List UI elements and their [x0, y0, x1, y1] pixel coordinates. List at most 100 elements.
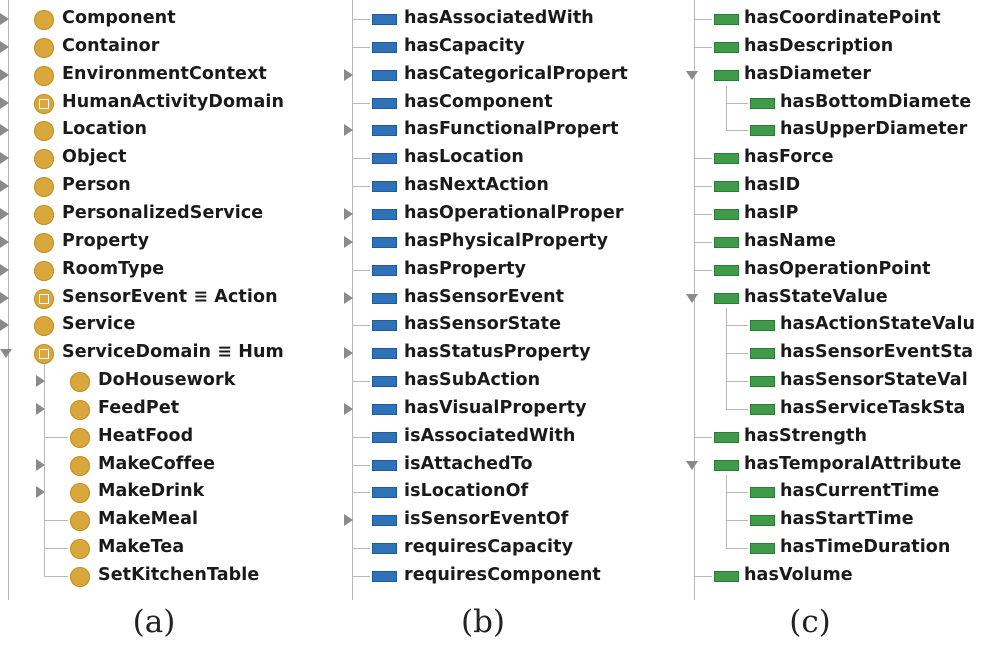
class-icon [34, 260, 54, 281]
collapse-triangle-icon[interactable] [0, 349, 12, 359]
tree-item[interactable]: Containor [0, 33, 322, 61]
expand-triangle-icon[interactable] [0, 96, 9, 109]
tree-item[interactable]: MakeDrink [0, 478, 322, 506]
tree-item[interactable]: hasVolume [680, 562, 1000, 590]
expand-triangle-icon[interactable] [0, 68, 9, 81]
tree-item[interactable]: MakeCoffee [0, 451, 322, 479]
tree-item[interactable]: hasForce [680, 144, 1000, 172]
expand-triangle-icon[interactable] [344, 402, 353, 415]
expand-triangle-icon[interactable] [0, 13, 9, 25]
tree-item[interactable]: hasStateValue [680, 284, 1000, 312]
tree-item[interactable]: requiresComponent [338, 562, 660, 590]
expand-triangle-icon[interactable] [0, 152, 9, 165]
tree-item[interactable]: hasTemporalAttribute [680, 451, 1000, 479]
tree-item[interactable]: Property [0, 228, 322, 256]
tree-item[interactable]: isSensorEventOf [338, 506, 660, 534]
tree-item[interactable]: SensorEvent ≡ Action [0, 284, 322, 312]
tree-item[interactable]: hasComponent [338, 89, 660, 117]
tree-item[interactable]: MakeTea [0, 534, 322, 562]
tree-item-label: Object [62, 147, 127, 168]
tree-item[interactable]: hasName [680, 228, 1000, 256]
tree-item[interactable]: hasStartTime [680, 506, 1000, 534]
expand-triangle-icon[interactable] [0, 40, 9, 53]
tree-item[interactable]: MakeMeal [0, 506, 322, 534]
tree-item[interactable]: hasCurrentTime [680, 478, 1000, 506]
tree-item[interactable]: hasBottomDiamete [680, 89, 1000, 117]
tree-item[interactable]: Location [0, 116, 322, 144]
tree-item[interactable]: isAttachedTo [338, 451, 660, 479]
expand-triangle-icon[interactable] [36, 402, 45, 415]
tree-item[interactable]: hasStatusProperty [338, 339, 660, 367]
expand-triangle-icon[interactable] [0, 180, 9, 193]
expand-triangle-icon[interactable] [0, 235, 9, 248]
expand-triangle-icon[interactable] [0, 124, 9, 137]
expand-triangle-icon[interactable] [344, 291, 353, 304]
tree-connector [352, 548, 370, 550]
tree-item[interactable]: hasProperty [338, 256, 660, 284]
expand-triangle-icon[interactable] [0, 291, 9, 304]
tree-item[interactable]: hasSensorEventSta [680, 339, 1000, 367]
caption-a: (a) [132, 604, 176, 640]
tree-item[interactable]: hasIP [680, 200, 1000, 228]
tree-item[interactable]: SetKitchenTable [0, 562, 322, 590]
tree-item[interactable]: hasActionStateValu [680, 311, 1000, 339]
tree-item[interactable]: EnvironmentContext [0, 61, 322, 89]
tree-connector [44, 520, 68, 522]
expand-triangle-icon[interactable] [344, 514, 353, 527]
tree-item[interactable]: HumanActivityDomain [0, 89, 322, 117]
tree-item[interactable]: hasPhysicalProperty [338, 228, 660, 256]
tree-item-label: hasIP [744, 202, 799, 223]
tree-item[interactable]: DoHousework [0, 367, 322, 395]
expand-triangle-icon[interactable] [0, 263, 9, 276]
tree-item[interactable]: hasCategoricalPropert [338, 61, 660, 89]
tree-item[interactable]: hasOperationPoint [680, 256, 1000, 284]
tree-item[interactable]: isLocationOf [338, 478, 660, 506]
expand-triangle-icon[interactable] [0, 207, 9, 220]
tree-item[interactable]: HeatFood [0, 423, 322, 451]
tree-item[interactable]: requiresCapacity [338, 534, 660, 562]
tree-item-label: hasCapacity [404, 35, 525, 56]
tree-item[interactable]: hasStrength [680, 423, 1000, 451]
collapse-triangle-icon[interactable] [686, 293, 698, 303]
expand-triangle-icon[interactable] [344, 68, 353, 81]
tree-item[interactable]: hasOperationalProper [338, 200, 660, 228]
expand-triangle-icon[interactable] [344, 124, 353, 137]
tree-item[interactable]: hasCoordinatePoint [680, 5, 1000, 33]
tree-item[interactable]: Component [0, 5, 322, 33]
tree-item-label: Containor [62, 35, 160, 56]
tree-item[interactable]: hasNextAction [338, 172, 660, 200]
expand-triangle-icon[interactable] [344, 347, 353, 360]
tree-item[interactable]: hasServiceTaskSta [680, 395, 1000, 423]
tree-item[interactable]: Service [0, 311, 322, 339]
tree-item-label: SetKitchenTable [98, 565, 260, 585]
tree-item[interactable]: ServiceDomain ≡ Hum [0, 339, 322, 367]
tree-item[interactable]: hasVisualProperty [338, 395, 660, 423]
tree-item[interactable]: PersonalizedService [0, 200, 322, 228]
expand-triangle-icon[interactable] [0, 319, 9, 332]
tree-item[interactable]: hasLocation [338, 144, 660, 172]
expand-triangle-icon[interactable] [344, 235, 353, 248]
tree-item[interactable]: hasID [680, 172, 1000, 200]
tree-item[interactable]: RoomType [0, 256, 322, 284]
tree-item[interactable]: hasDescription [680, 33, 1000, 61]
expand-triangle-icon[interactable] [36, 486, 45, 499]
tree-item[interactable]: FeedPet [0, 395, 322, 423]
expand-triangle-icon[interactable] [36, 375, 45, 388]
tree-item[interactable]: Person [0, 172, 322, 200]
tree-item[interactable]: hasSensorState [338, 311, 660, 339]
tree-item[interactable]: Object [0, 144, 322, 172]
tree-item[interactable]: hasSubAction [338, 367, 660, 395]
collapse-triangle-icon[interactable] [686, 460, 698, 470]
tree-item[interactable]: hasAssociatedWith [338, 5, 660, 33]
tree-item[interactable]: hasCapacity [338, 33, 660, 61]
expand-triangle-icon[interactable] [36, 458, 45, 471]
tree-item[interactable]: hasDiameter [680, 61, 1000, 89]
tree-item[interactable]: isAssociatedWith [338, 423, 660, 451]
tree-item[interactable]: hasSensorEvent [338, 284, 660, 312]
tree-item[interactable]: hasFunctionalPropert [338, 116, 660, 144]
expand-triangle-icon[interactable] [344, 207, 353, 220]
tree-item[interactable]: hasSensorStateVal [680, 367, 1000, 395]
collapse-triangle-icon[interactable] [686, 70, 698, 80]
tree-item[interactable]: hasUpperDiameter [680, 116, 1000, 144]
tree-item[interactable]: hasTimeDuration [680, 534, 1000, 562]
